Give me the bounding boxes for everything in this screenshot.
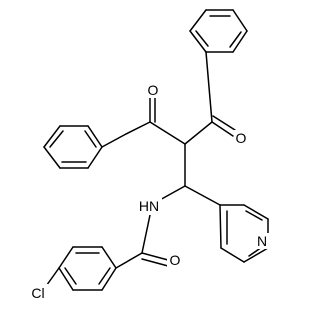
amide-nh-label: HN bbox=[139, 198, 159, 214]
chemical-structure-diagram: O O HN O N Cl bbox=[28, 9, 269, 302]
phenyl-ring-left bbox=[43, 125, 103, 169]
atom-label-carbonyl-o-left: O bbox=[146, 82, 160, 98]
chlorine-label: Cl bbox=[31, 285, 44, 301]
phenyl-ring-top bbox=[189, 9, 248, 53]
backbone-bonds bbox=[101, 51, 236, 206]
carbonyl-o-right-label: O bbox=[236, 130, 247, 146]
amide-bonds bbox=[115, 214, 169, 269]
carbonyl-o-left-label: O bbox=[148, 82, 159, 98]
atom-label-pyridine-n: N bbox=[255, 233, 269, 249]
amide-o-label: O bbox=[170, 252, 181, 268]
pyridine-n-label: N bbox=[257, 233, 267, 249]
atom-label-amide-o: O bbox=[167, 252, 181, 268]
atom-label-carbonyl-o-right: O bbox=[234, 130, 248, 146]
chlorophenyl-ring bbox=[43, 246, 117, 291]
pyridine-ring bbox=[219, 204, 269, 263]
atom-label-amide-nh: HN bbox=[136, 197, 162, 215]
atom-label-chlorine: Cl bbox=[28, 284, 50, 302]
